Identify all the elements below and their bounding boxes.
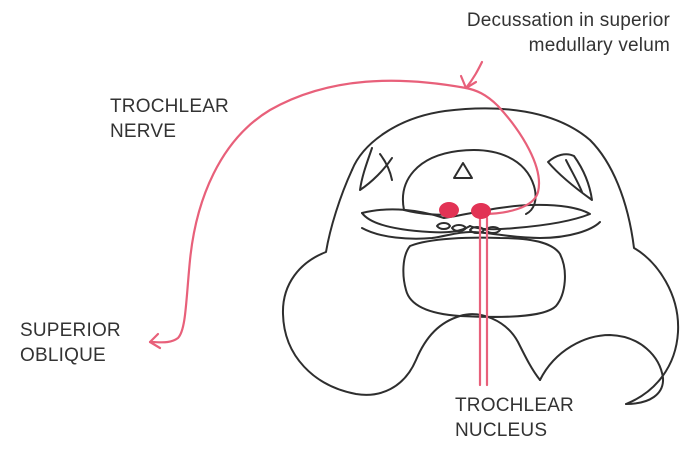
cerebral-aqueduct (454, 163, 472, 178)
right-lateral-structure (548, 154, 592, 200)
trochlear-nerve-label-line2: NERVE (110, 119, 229, 144)
left-peduncle-outline (283, 170, 460, 395)
interpeduncular-notch (460, 314, 540, 380)
trochlear-nucleus-label-line2: NUCLEUS (455, 418, 574, 443)
periaqueductal-gray (403, 150, 536, 214)
trochlear-nerve-label-line1: TROCHLEAR (110, 94, 229, 119)
trochlear-nerve-label: TROCHLEAR NERVE (110, 94, 229, 144)
superior-oblique-label-line1: SUPERIOR (20, 318, 121, 343)
central-tegmental-oval (403, 238, 565, 317)
decussation-label-line1: Decussation in superior (380, 8, 670, 33)
decussation-label: Decussation in superior medullary velum (380, 8, 670, 58)
trochlear-nucleus-right (471, 203, 491, 219)
trochlear-nucleus-label: TROCHLEAR NUCLEUS (455, 393, 574, 443)
decussation-label-line2: medullary velum (380, 33, 670, 58)
trochlear-nucleus-label-line1: TROCHLEAR (455, 393, 574, 418)
brainstem-outline (352, 108, 678, 404)
left-lateral-structure (360, 148, 392, 190)
superior-oblique-arrowhead (150, 334, 160, 348)
superior-oblique-label-line2: OBLIQUE (20, 343, 121, 368)
superior-oblique-label: SUPERIOR OBLIQUE (20, 318, 121, 368)
trochlear-nucleus-left (439, 202, 459, 218)
